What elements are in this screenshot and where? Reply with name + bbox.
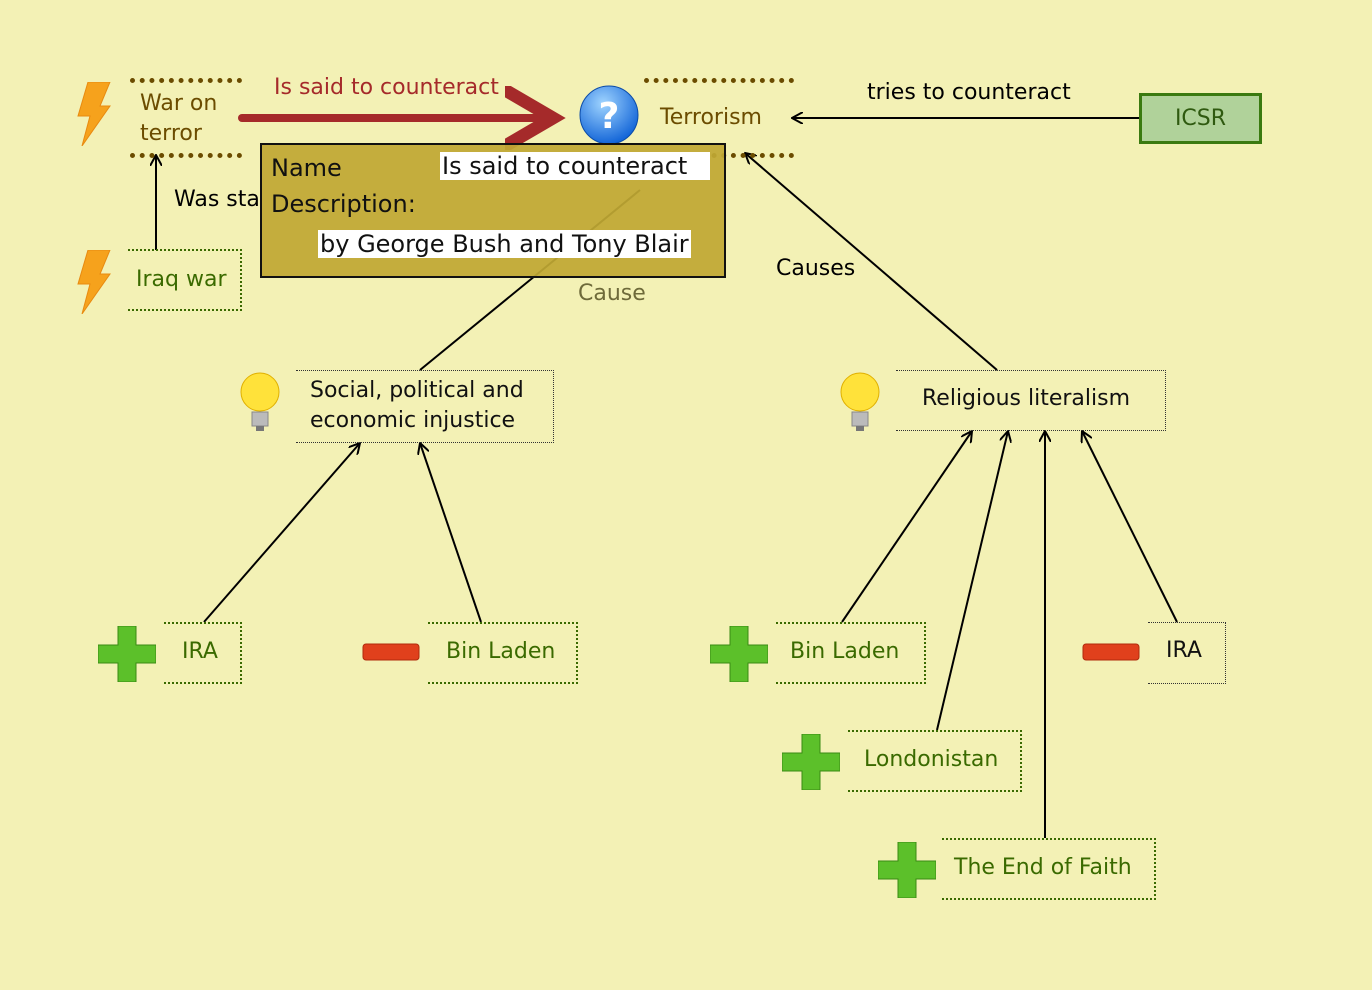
node-label: terror [140, 121, 202, 146]
node-religious-literalism[interactable]: Religious literalism [896, 370, 1166, 431]
minus-icon [362, 643, 420, 661]
node-londonistan[interactable]: Londonistan [848, 730, 1022, 792]
plus-icon [98, 626, 156, 682]
node-label: Bin Laden [446, 639, 556, 664]
node-label: War on [140, 91, 218, 116]
lightbulb-icon [840, 372, 880, 431]
svg-text:?: ? [599, 96, 620, 137]
minus-icon [1082, 643, 1140, 661]
node-social-injustice[interactable]: Social, political and economic injustice [296, 370, 554, 443]
edge-label-cause: Cause [578, 281, 646, 306]
node-ira-pro[interactable]: IRA [164, 622, 242, 684]
edge-label-said-counteract: Is said to counteract [274, 75, 499, 100]
node-label: Religious literalism [922, 386, 1131, 411]
edge-binladen-religious[interactable] [841, 431, 972, 623]
edge-londonistan-religious[interactable] [936, 431, 1008, 731]
tooltip-name-label: Name [271, 154, 342, 182]
node-label: Londonistan [864, 747, 999, 772]
node-label: ICSR [1174, 106, 1227, 131]
edge-label-tries-counteract: tries to counteract [867, 80, 1071, 105]
edge-label-was-started: Was sta [174, 187, 260, 212]
node-label: economic injustice [310, 408, 516, 433]
node-iraq-war[interactable]: Iraq war [128, 249, 242, 311]
edge-label-causes: Causes [776, 256, 856, 281]
node-label: Bin Laden [790, 639, 900, 664]
node-label: Social, political and [310, 378, 524, 403]
node-bin-laden-con[interactable]: Bin Laden [428, 622, 578, 684]
edge-tooltip: Name Is said to counteract Description: … [260, 143, 726, 278]
node-label: The End of Faith [954, 855, 1132, 880]
plus-icon [782, 734, 840, 790]
edge-binladen-social[interactable] [420, 443, 482, 623]
question-icon: ? [579, 85, 639, 145]
node-label: Iraq war [136, 267, 227, 292]
node-icsr[interactable]: ICSR [1139, 93, 1262, 144]
tooltip-description-value: by George Bush and Tony Blair [318, 230, 691, 258]
node-label: IRA [182, 639, 218, 664]
node-ira-con[interactable]: IRA [1148, 622, 1226, 684]
node-bin-laden-pro[interactable]: Bin Laden [776, 622, 926, 684]
edge-ira-social[interactable] [203, 443, 360, 623]
tooltip-description-label: Description: [271, 190, 416, 218]
edge-causes[interactable] [745, 153, 998, 371]
plus-icon [710, 626, 768, 682]
plus-icon [878, 842, 936, 898]
lightning-icon [77, 250, 111, 314]
edge-ira-religious[interactable] [1082, 431, 1178, 623]
node-label: IRA [1166, 638, 1202, 663]
tooltip-name-value: Is said to counteract [440, 152, 710, 180]
node-end-of-faith[interactable]: The End of Faith [942, 838, 1156, 900]
lightning-icon [77, 82, 111, 146]
node-label: Terrorism [660, 105, 762, 130]
node-war-on-terror[interactable]: War on terror [130, 78, 242, 158]
lightbulb-icon [240, 372, 280, 431]
